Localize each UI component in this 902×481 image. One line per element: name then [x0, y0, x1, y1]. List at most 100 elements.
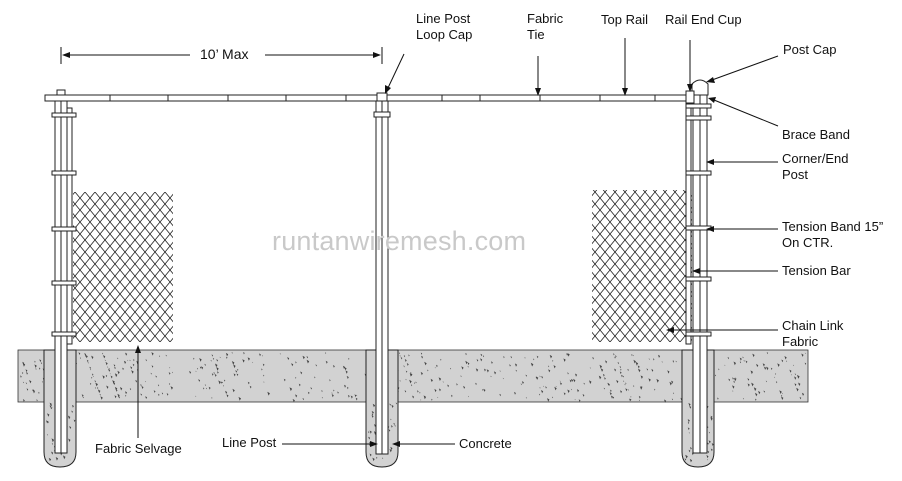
ground-speck — [78, 352, 81, 356]
ground-speck — [216, 359, 218, 362]
ground-speck — [94, 387, 96, 389]
ground-speck — [263, 381, 265, 383]
ground-speck — [486, 369, 489, 373]
ground-speck — [417, 390, 419, 393]
ground-speck — [639, 386, 643, 390]
ground-speck — [158, 393, 160, 396]
ground-speck — [125, 394, 127, 397]
ground-speck — [410, 372, 412, 374]
label-fabric-tie-line1: Fabric — [527, 11, 564, 26]
ground-speck — [616, 380, 619, 384]
label-line-post-loop-cap-line1: Line Post — [416, 11, 471, 26]
ground-speck — [79, 357, 81, 359]
ground-speck — [539, 393, 541, 396]
ground-speck — [25, 382, 27, 385]
ground-speck — [51, 451, 54, 455]
ground-speck — [211, 397, 213, 399]
ground-speck — [208, 386, 211, 390]
ground-speck — [26, 388, 29, 391]
ground-speck — [764, 366, 767, 370]
ground-speck — [559, 382, 562, 386]
label-line-post: Line Post — [222, 435, 277, 450]
ground-speck — [92, 375, 94, 377]
ground-speck — [648, 378, 651, 382]
ground-speck — [368, 431, 370, 434]
ground-speck — [786, 360, 788, 362]
ground-speck — [637, 365, 640, 369]
ground-speck — [159, 355, 161, 358]
ground-speck — [620, 390, 622, 394]
ground-speck — [447, 384, 449, 388]
ground-speck — [742, 398, 744, 400]
ground-speck — [26, 372, 28, 375]
ground-speck — [654, 388, 656, 391]
ground-speck — [21, 372, 24, 375]
ground-speck — [631, 354, 633, 357]
ground-speck — [573, 378, 576, 383]
ground-speck — [533, 358, 535, 361]
ground-speck — [346, 375, 349, 379]
ground-speck — [641, 386, 643, 388]
ground-speck — [306, 359, 310, 364]
ground-speck — [625, 382, 627, 385]
ground-speck — [223, 385, 224, 387]
ground-speck — [105, 361, 108, 366]
ground-speck — [344, 367, 347, 371]
ground-speck — [140, 393, 142, 396]
ground-speck — [236, 373, 239, 376]
dimension-line — [60, 47, 383, 64]
ground-speck — [789, 369, 792, 373]
ground-speck — [673, 392, 675, 395]
ground-speck — [20, 375, 22, 378]
ground-speck — [36, 399, 38, 402]
ground-speck — [600, 368, 604, 372]
ground-speck — [204, 363, 206, 366]
label-concrete: Concrete — [459, 436, 512, 451]
ground-speck — [151, 365, 154, 368]
ground-speck — [399, 352, 401, 355]
ground-speck — [605, 360, 608, 364]
ground-speck — [314, 376, 316, 379]
ground-speck — [131, 370, 134, 374]
ground-speck — [420, 371, 423, 376]
ground-speck — [460, 375, 462, 378]
ground-speck — [97, 389, 101, 394]
ground-speck — [465, 353, 467, 356]
ground-speck — [549, 354, 553, 359]
ground-speck — [34, 360, 36, 363]
ground-speck — [259, 353, 261, 357]
ground-speck — [369, 453, 372, 457]
ground-speck — [172, 371, 173, 374]
ground-speck — [635, 361, 639, 366]
ground-speck — [155, 375, 157, 378]
ground-speck — [404, 366, 405, 368]
ground-speck — [548, 365, 550, 368]
ground-speck — [321, 390, 323, 393]
ground-speck — [122, 367, 124, 371]
ground-speck — [750, 370, 753, 375]
ground-speck — [38, 391, 40, 394]
ground-speck — [235, 370, 238, 373]
ground-speck — [599, 364, 602, 369]
ground-speck — [199, 366, 202, 369]
ground-speck — [742, 356, 744, 359]
ground-speck — [431, 379, 432, 382]
top-rail — [44, 94, 691, 102]
ground-speck — [225, 352, 229, 357]
ground-speck — [67, 415, 71, 420]
ground-speck — [125, 352, 128, 356]
ground-speck — [536, 355, 539, 359]
ground-speck — [400, 357, 403, 360]
ground-speck — [609, 392, 612, 396]
label-tension-band: Tension Band 15” On CTR. — [782, 219, 883, 251]
ground-speck — [774, 376, 776, 378]
ground-speck — [567, 372, 569, 375]
ground-speck — [29, 380, 32, 384]
ground-speck — [620, 368, 622, 371]
ground-speck — [791, 374, 792, 376]
label-rail-end-cup: Rail End Cup — [665, 12, 742, 27]
ground-speck — [781, 396, 784, 400]
ground-speck — [739, 357, 742, 361]
ground-speck — [388, 429, 391, 432]
